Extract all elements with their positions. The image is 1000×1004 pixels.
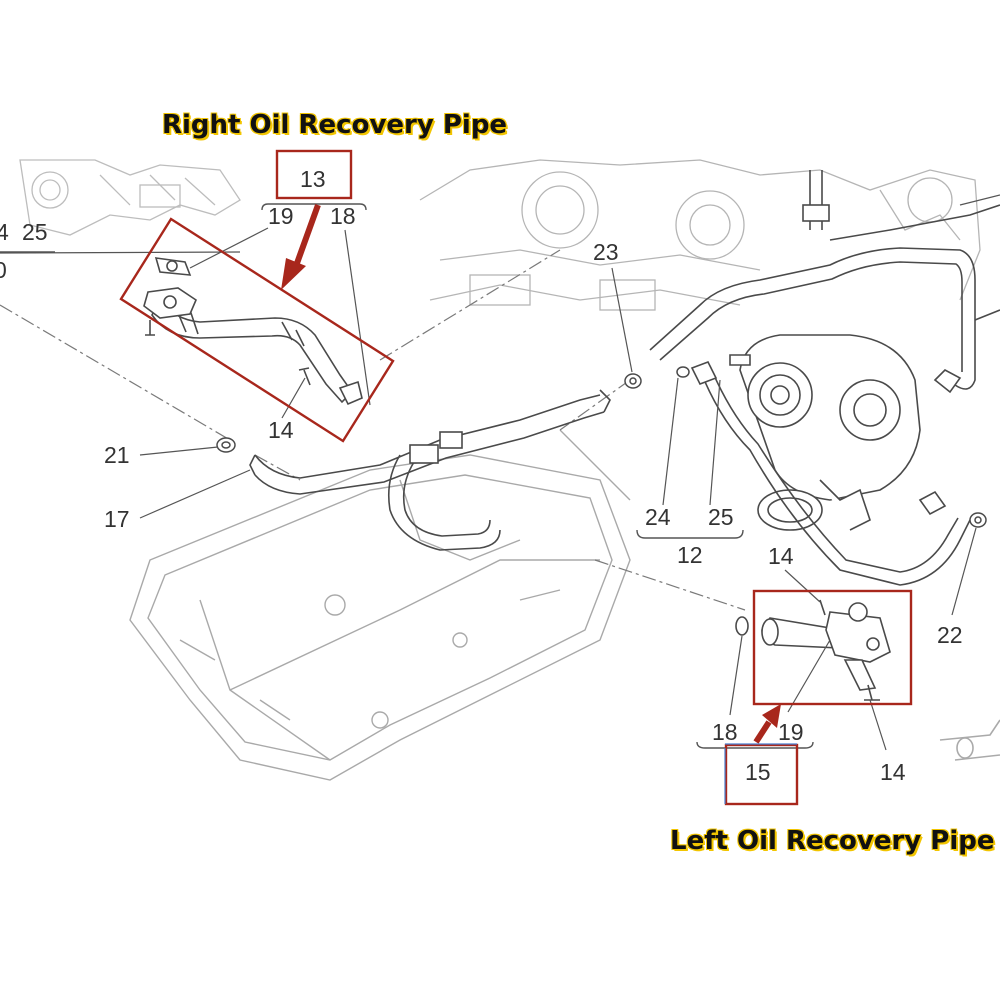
callout-13-box (275, 149, 353, 200)
leader-lines (0, 194, 1000, 751)
callout-12: 12 (677, 542, 703, 568)
center-lines (0, 249, 746, 611)
right-pipe-arrow-head (281, 258, 306, 290)
callout-0: 0 (0, 257, 7, 283)
background-engine-right (419, 159, 981, 311)
small-parts (216, 366, 987, 528)
turbocharger (729, 334, 921, 531)
right-pipe-title: Right Oil Recovery Pipe (162, 110, 508, 140)
callout-15-box (724, 743, 799, 806)
left-pipe-arrow-shaft (753, 720, 772, 744)
callout-19-left: 19 (778, 719, 804, 745)
callout-15-blue-edge (724, 743, 797, 804)
callout-22: 22 (937, 622, 963, 648)
callout-17: 17 (104, 506, 130, 532)
left-pipe-title: Left Oil Recovery Pipe (670, 826, 995, 856)
callout-14-mid: 14 (768, 543, 794, 569)
breather-hose (249, 389, 611, 551)
highlight-annotations (119, 149, 913, 806)
oil-feed-lines (649, 170, 1000, 586)
callout-15: 15 (745, 759, 771, 785)
callout-25-right: 25 (708, 504, 734, 530)
background-engine-left (19, 159, 241, 236)
callout-25-left: 25 (22, 219, 48, 245)
callout-14-right: 14 (268, 417, 294, 443)
callout-23: 23 (593, 239, 619, 265)
callout-18-right: 18 (330, 203, 356, 229)
left-pipe-arrow-head (762, 704, 781, 728)
left-pipe-highlight-box (752, 589, 913, 706)
right-oil-recovery-pipe (143, 257, 363, 406)
callout-19-right: 19 (268, 203, 294, 229)
right-pipe-highlight-box (119, 217, 395, 443)
right-pipe-arrow-shaft (293, 203, 321, 268)
group-brackets (0, 203, 814, 749)
callout-14-left: 14 (880, 759, 906, 785)
callout-21: 21 (104, 442, 130, 468)
callout-24: 24 (645, 504, 671, 530)
callout-4: 4 (0, 219, 9, 245)
oil-pan (129, 429, 631, 781)
left-oil-recovery-pipe (735, 599, 1000, 761)
callout-13: 13 (300, 166, 326, 192)
callout-18-left: 18 (712, 719, 738, 745)
callout-numbers: 13 19 18 14 25 4 0 21 17 23 24 25 12 14 … (0, 166, 963, 785)
